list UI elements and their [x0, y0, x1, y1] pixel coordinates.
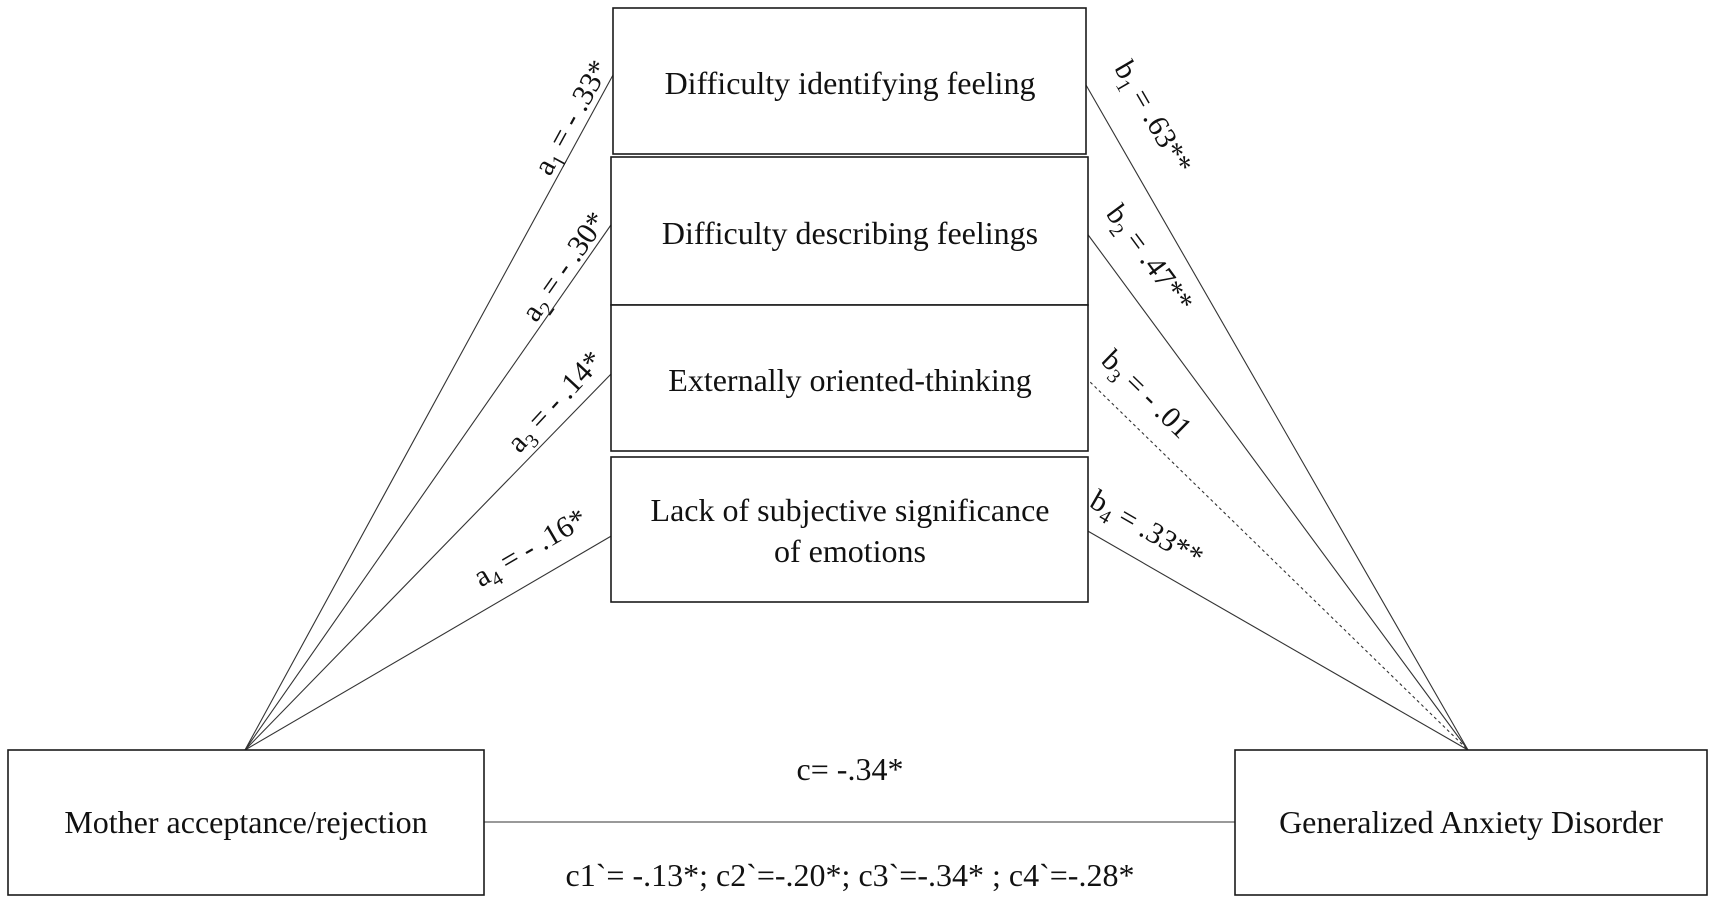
mediator-1-label: Difficulty identifying feeling [665, 65, 1036, 101]
mediator-2-label: Difficulty describing feelings [662, 215, 1038, 251]
path-b2-label: b2 = .47** [1095, 198, 1199, 321]
mediator-4-label-line-1: Lack of subjective significance [651, 492, 1050, 528]
mediator-4: Lack of subjective significance of emoti… [610, 456, 1089, 603]
path-b4-line [1085, 529, 1469, 751]
outcome-label: Generalized Anxiety Disorder [1279, 804, 1663, 840]
path-a4-line [244, 534, 614, 751]
paths-b [1085, 84, 1469, 751]
path-b1-line [1085, 84, 1469, 751]
path-a2-label: a2 = - .30* [515, 206, 618, 330]
path-a2-line [244, 221, 614, 751]
mediator-4-label-line-2: of emotions [774, 533, 926, 569]
indirect-effects-label: c1`= -.13*; c2`=-.20*; c3`=-.34* ; c4`=-… [566, 857, 1135, 893]
predictor-box: Mother acceptance/rejection [7, 749, 485, 896]
path-b3-line [1085, 377, 1469, 751]
path-a3-line [244, 371, 614, 751]
paths-a [244, 74, 614, 751]
path-a3-label: a3 = - .14* [500, 344, 613, 462]
mediator-1: Difficulty identifying feeling [612, 7, 1087, 155]
mediator-3-label: Externally oriented-thinking [668, 362, 1031, 398]
path-b2-line [1085, 231, 1469, 751]
path-a-labels: a1 = - .33* a2 = - .30* a3 = - .14* a4 =… [468, 55, 620, 598]
path-a1-line [244, 74, 614, 751]
path-a4-label: a4 = - .16* [468, 502, 595, 598]
path-b1-label: b1 = .63** [1103, 55, 1198, 182]
path-a1-label: a1 = - .33* [527, 55, 620, 183]
mediator-2: Difficulty describing feelings [610, 156, 1089, 306]
mediator-3: Externally oriented-thinking [610, 304, 1089, 452]
predictor-label: Mother acceptance/rejection [64, 804, 427, 840]
path-b-labels: b1 = .63** b2 = .47** b3 = - .01 b4 = .3… [1085, 55, 1209, 574]
path-b3-label: b3 = - .01 [1092, 343, 1199, 448]
direct-effect-label: c= -.34* [797, 751, 904, 787]
outcome-box: Generalized Anxiety Disorder [1234, 749, 1708, 896]
